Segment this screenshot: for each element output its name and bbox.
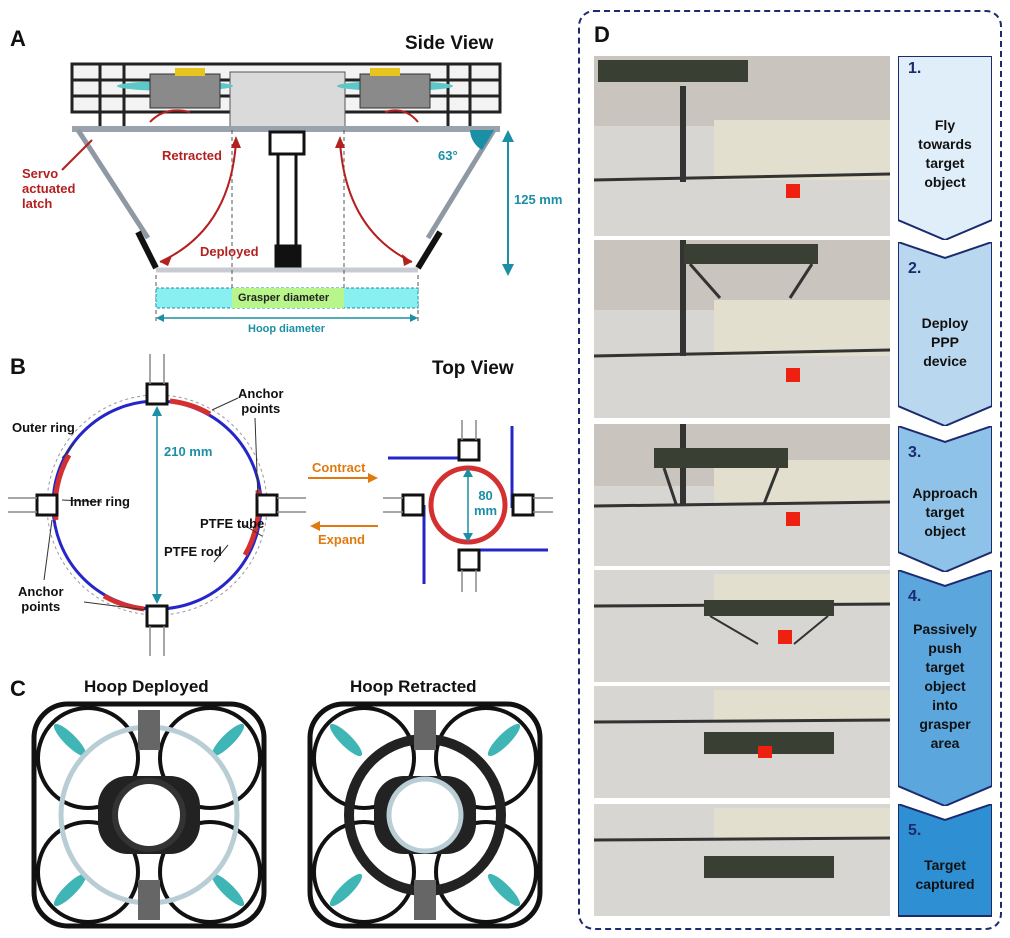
- propeller-right: [337, 68, 453, 109]
- step-5: 5. Target captured: [898, 804, 992, 917]
- anchor-points-top-label: Anchor points: [238, 386, 284, 416]
- diameter-80-label: 80 mm: [474, 488, 498, 518]
- panel-c-letter: C: [10, 676, 26, 701]
- step-4-number: 4.: [908, 588, 922, 605]
- panel-a-letter: A: [10, 26, 26, 51]
- step-1-number: 1.: [908, 60, 922, 77]
- panel-d-frame: [578, 10, 1002, 930]
- step2-photo: [594, 240, 890, 418]
- inner-ring-label: Inner ring: [70, 494, 130, 509]
- top-view-diagram: [8, 354, 553, 656]
- step4a-photo: [594, 570, 890, 682]
- anchor-points-bottom-label: Anchor points: [18, 584, 64, 614]
- step-4: 4. Passively push target object into gra…: [898, 570, 992, 806]
- step-2: 2. Deploy PPP device: [898, 242, 992, 426]
- servo-latch-label: Servo actuated latch: [22, 166, 76, 211]
- contract-label: Contract: [312, 460, 366, 475]
- step-1-text: Fly towards target object: [918, 117, 972, 190]
- hoop-diameter-label: Hoop diameter: [248, 323, 326, 335]
- step4b-photo: [594, 686, 890, 798]
- step-2-number: 2.: [908, 260, 922, 277]
- side-view-title: Side View: [405, 33, 494, 54]
- grasper-diameter-label: Grasper diameter: [238, 292, 330, 304]
- grasper-diameter-bar: [232, 288, 344, 308]
- hoop-deployed-photo: [31, 701, 267, 929]
- hoop-legs: [75, 128, 497, 240]
- top-view-title: Top View: [432, 358, 514, 379]
- step-1: 1. Fly towards target object: [898, 56, 992, 240]
- propeller-left: [117, 68, 233, 109]
- hoop-retracted-title: Hoop Retracted: [350, 677, 477, 696]
- retracted-label: Retracted: [162, 148, 222, 163]
- step-3: 3. Approach target object: [898, 426, 992, 572]
- step-5-text: Target captured: [915, 857, 975, 892]
- panel-d-letter: D: [594, 22, 610, 47]
- ptfe-tube-label: PTFE tube: [200, 516, 265, 531]
- angle-label: 63°: [438, 148, 458, 163]
- ptfe-rod-label: PTFE rod: [164, 544, 222, 559]
- central-body: [229, 71, 346, 129]
- outer-ring-label: Outer ring: [12, 420, 75, 435]
- hoop-deployed-title: Hoop Deployed: [84, 677, 209, 696]
- deployed-label: Deployed: [200, 244, 259, 259]
- step-5-number: 5.: [908, 822, 922, 839]
- step-3-text: Approach target object: [912, 485, 978, 539]
- diameter-210-label: 210 mm: [164, 444, 213, 459]
- hoop-retracted-photo: [307, 701, 543, 929]
- step-4-text: Passively push target object into graspe…: [913, 621, 977, 751]
- angle-wedge: [470, 130, 494, 150]
- bottom-rail: [72, 126, 500, 132]
- panel-b-letter: B: [10, 354, 26, 379]
- side-view-diagram: [61, 62, 514, 322]
- step3-photo: [594, 424, 890, 566]
- step1-photo: [594, 56, 890, 236]
- step-2-text: Deploy PPP device: [921, 315, 969, 369]
- height-label: 125 mm: [514, 192, 563, 207]
- step-3-number: 3.: [908, 444, 922, 461]
- step5-photo: [594, 804, 890, 916]
- expand-label: Expand: [318, 532, 365, 547]
- grasper: [268, 130, 306, 268]
